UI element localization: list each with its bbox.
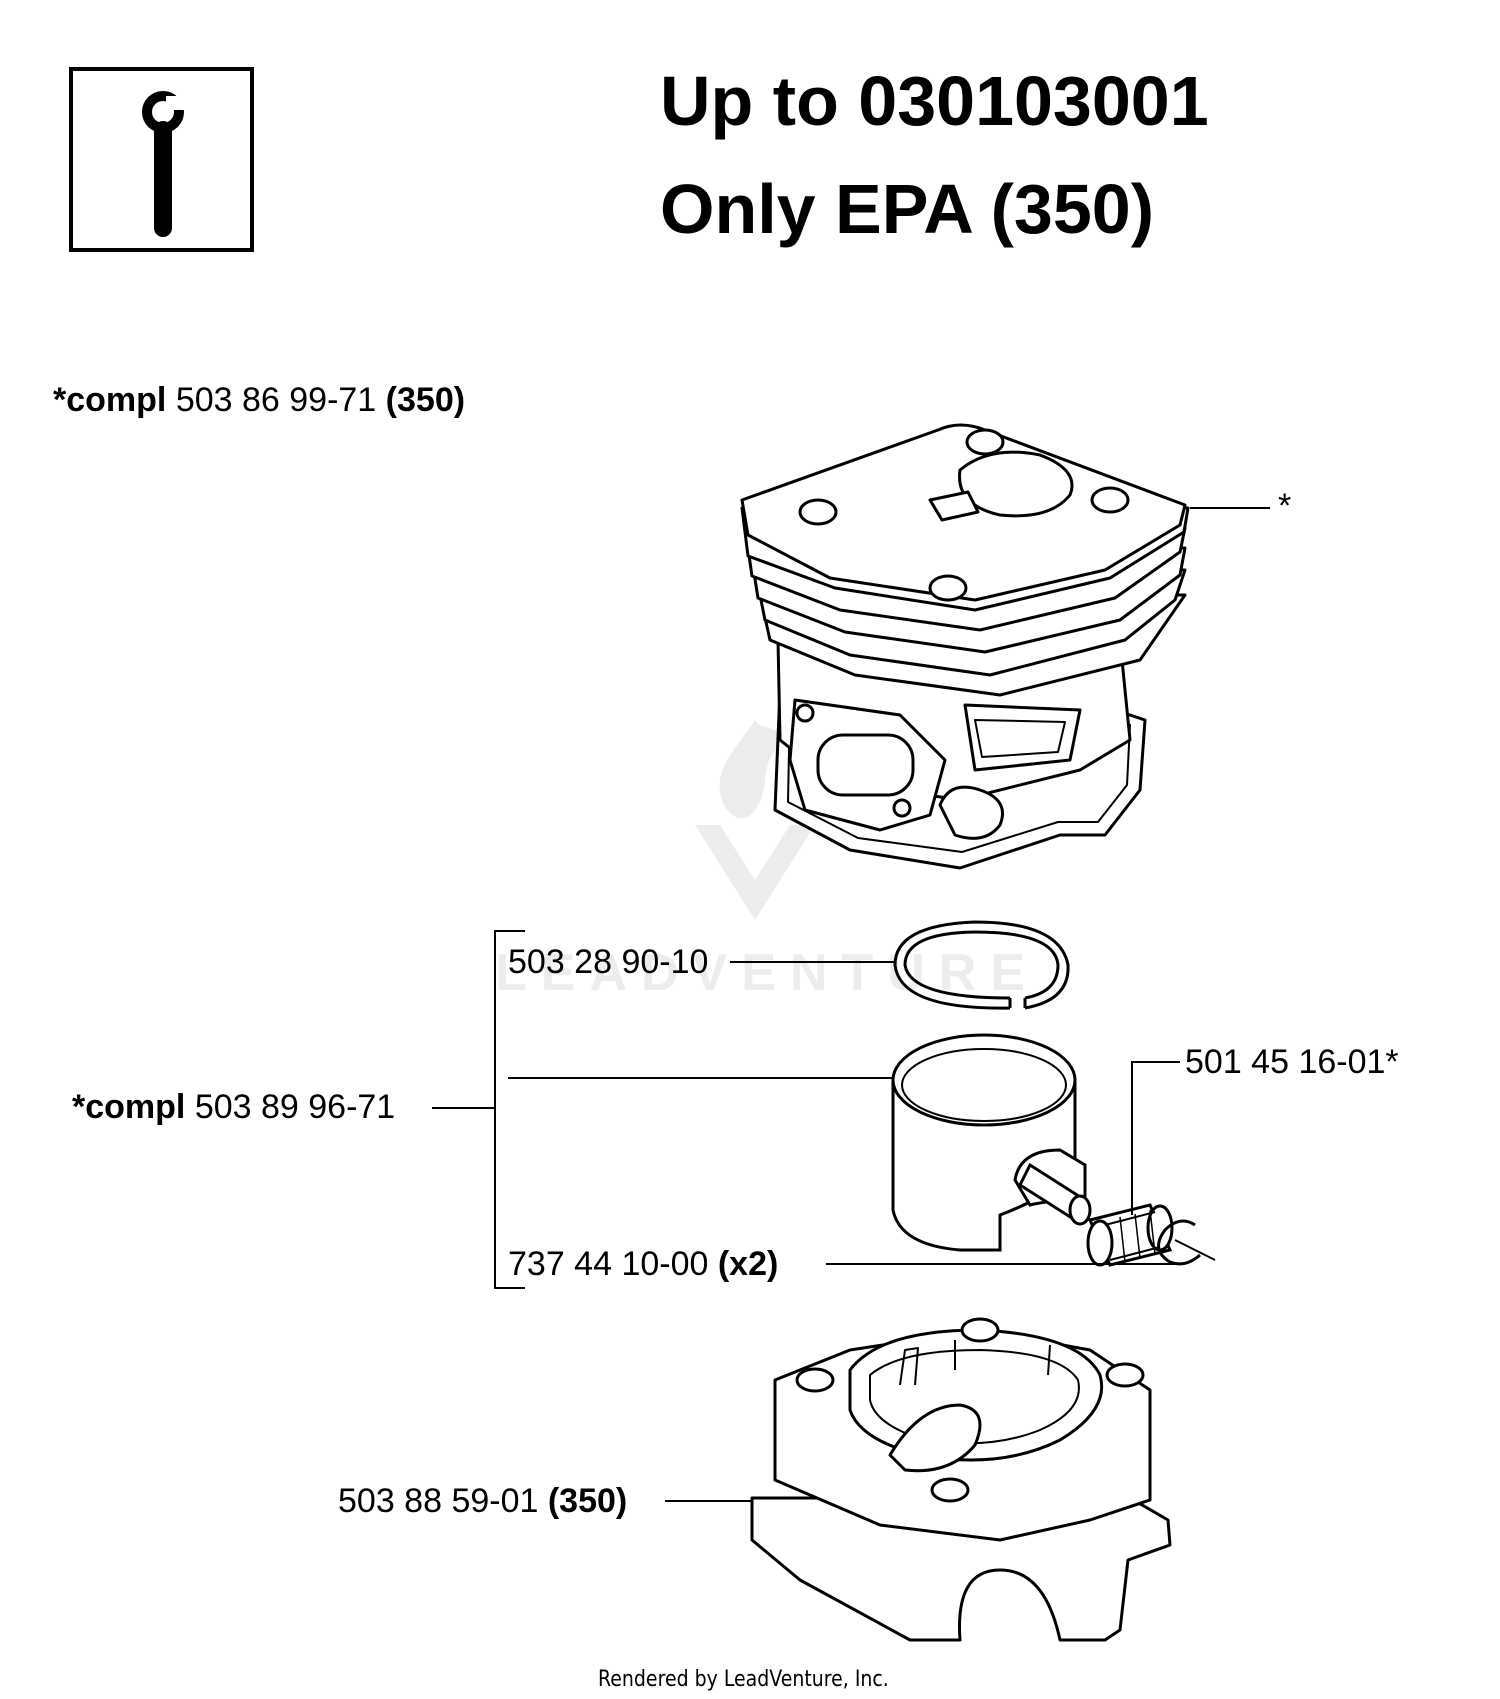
label-crankcase-suffix: (350) <box>547 1482 628 1520</box>
page-title-line-2: Only EPA (350) <box>660 170 1155 248</box>
label-circlip-part: 737 44 10-00 <box>508 1245 709 1283</box>
piston-drawing <box>891 1033 1092 1252</box>
label-cylinder-compl[interactable]: *compl 503 86 99-71 (350) <box>53 383 465 417</box>
label-needle-bearing-part: 501 45 16-01* <box>1185 1043 1399 1081</box>
label-piston-ring[interactable]: 503 28 90-10 <box>508 945 708 979</box>
label-circlip[interactable]: 737 44 10-00 (x2) <box>508 1247 778 1281</box>
page-title-line-1: Up to 030103001 <box>660 62 1209 140</box>
label-cylinder-compl-suffix: (350) <box>385 381 466 419</box>
wrench-service-icon <box>69 67 254 252</box>
leader-lines <box>432 930 1180 1502</box>
label-cylinder-compl-part: 503 86 99-71 <box>175 381 377 419</box>
label-crankcase-part: 503 88 59-01 <box>338 1482 539 1520</box>
watermark-text: LEADVENTURE <box>495 944 1039 1002</box>
footer-credit: Rendered by LeadVenture, Inc. <box>598 1667 889 1692</box>
label-piston-compl-prefix: *compl <box>72 1088 186 1126</box>
label-crankcase[interactable]: 503 88 59-01 (350) <box>338 1484 627 1518</box>
label-cylinder-compl-prefix: *compl <box>53 381 167 419</box>
label-piston-compl-part: 503 89 96-71 <box>194 1088 396 1126</box>
label-circlip-suffix: (x2) <box>717 1245 779 1283</box>
cylinder-drawing <box>740 423 1190 870</box>
piston-ring-drawing <box>893 920 1070 1010</box>
label-piston-ring-part: 503 28 90-10 <box>508 943 709 981</box>
label-cylinder-marker: * <box>1278 487 1292 525</box>
needle-bearing-drawing <box>1086 1203 1174 1267</box>
label-needle-bearing[interactable]: 501 45 16-01* <box>1185 1045 1399 1079</box>
label-piston-compl[interactable]: *compl 503 89 96-71 <box>72 1090 395 1124</box>
circlip-drawing <box>1157 1219 1216 1266</box>
crankcase-drawing <box>750 1317 1172 1642</box>
